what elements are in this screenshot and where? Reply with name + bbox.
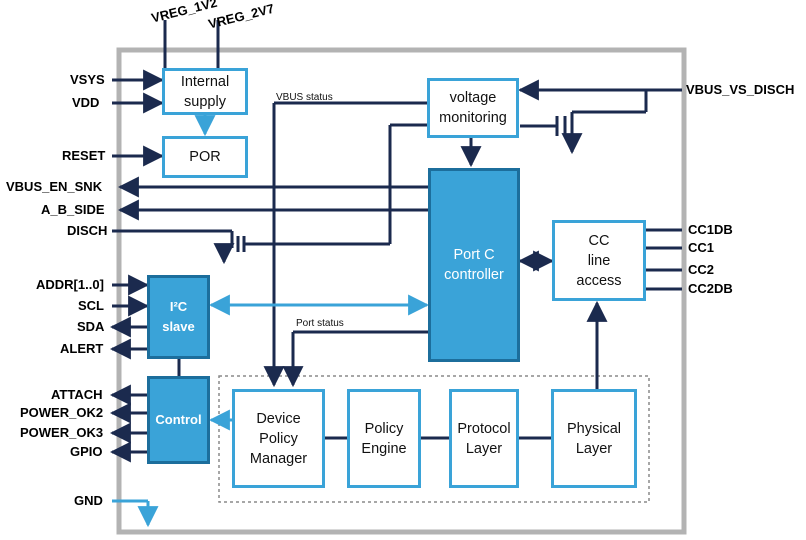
pin-cc1db: CC1DB <box>688 222 733 237</box>
internal-supply-line2: supply <box>184 93 226 110</box>
internal-supply-line1: Internal <box>180 73 230 90</box>
port-c-controller-line1: Port C <box>453 247 495 263</box>
policy-engine-line2: Engine <box>361 440 407 457</box>
pin-power-ok3: POWER_OK3 <box>20 425 104 440</box>
policy-engine-block: Policy Engine <box>347 389 421 488</box>
pin-scl: SCL <box>78 298 104 313</box>
voltage-monitoring-block: voltage monitoring <box>427 78 519 138</box>
i2c-slave-line2: slave <box>162 319 195 334</box>
port-status-label: Port status <box>296 318 344 329</box>
pin-cc2db: CC2DB <box>688 281 733 296</box>
pin-gpio: GPIO <box>70 444 103 459</box>
protocol-layer-line2: Layer <box>465 440 503 457</box>
voltage-monitoring-line2: monitoring <box>439 110 507 126</box>
pin-a-b-side: A_B_SIDE <box>41 202 105 217</box>
physical-layer-line2: Layer <box>575 440 613 457</box>
cc-line-access-line2: line <box>587 252 611 269</box>
pin-addr: ADDR[1..0] <box>36 277 104 292</box>
pin-vdd: VDD <box>72 95 100 110</box>
dpm-line2: Policy <box>259 430 298 447</box>
voltage-monitoring-line1: voltage <box>449 90 497 106</box>
pin-alert: ALERT <box>60 341 104 356</box>
i2c-slave-line1: I²C <box>169 299 188 314</box>
protocol-layer-line1: Protocol <box>457 420 511 437</box>
pin-reset: RESET <box>62 148 106 163</box>
dpm-line1: Device <box>256 410 301 427</box>
por-block: POR <box>162 136 248 178</box>
protocol-stack-frame <box>218 375 650 503</box>
control-block: Control <box>147 376 210 464</box>
pin-cc1: CC1 <box>688 240 715 255</box>
cc-line-access-block: CC line access <box>552 220 646 301</box>
pin-vbus-vs-disch: VBUS_VS_DISCH <box>686 82 795 97</box>
port-c-controller-line2: controller <box>444 267 504 283</box>
pin-power-ok2: POWER_OK2 <box>20 405 104 420</box>
physical-layer-line1: Physical <box>567 420 621 437</box>
cc-line-access-line1: CC <box>588 232 610 249</box>
pin-disch: DISCH <box>67 223 108 238</box>
por-label: POR <box>189 149 221 165</box>
internal-supply-block: Internal supply <box>162 68 248 115</box>
pin-vbus-en-snk: VBUS_EN_SNK <box>6 179 103 194</box>
chip-outline <box>116 47 687 535</box>
physical-layer-block: Physical Layer <box>551 389 637 488</box>
pin-sda: SDA <box>77 319 105 334</box>
pin-cc2: CC2 <box>688 262 715 277</box>
port-c-controller-block: Port C controller <box>428 168 520 362</box>
cc-line-access-line3: access <box>576 272 622 289</box>
protocol-layer-block: Protocol Layer <box>449 389 519 488</box>
dpm-line3: Manager <box>249 450 308 467</box>
control-label: Control <box>155 412 202 427</box>
device-policy-manager-block: Device Policy Manager <box>232 389 325 488</box>
i2c-slave-block: I²C slave <box>147 275 210 359</box>
policy-engine-line1: Policy <box>364 420 404 437</box>
pin-vsys: VSYS <box>70 72 105 87</box>
pin-attach: ATTACH <box>51 387 103 402</box>
pin-gnd: GND <box>74 493 103 508</box>
vbus-status-label: VBUS status <box>276 92 333 103</box>
